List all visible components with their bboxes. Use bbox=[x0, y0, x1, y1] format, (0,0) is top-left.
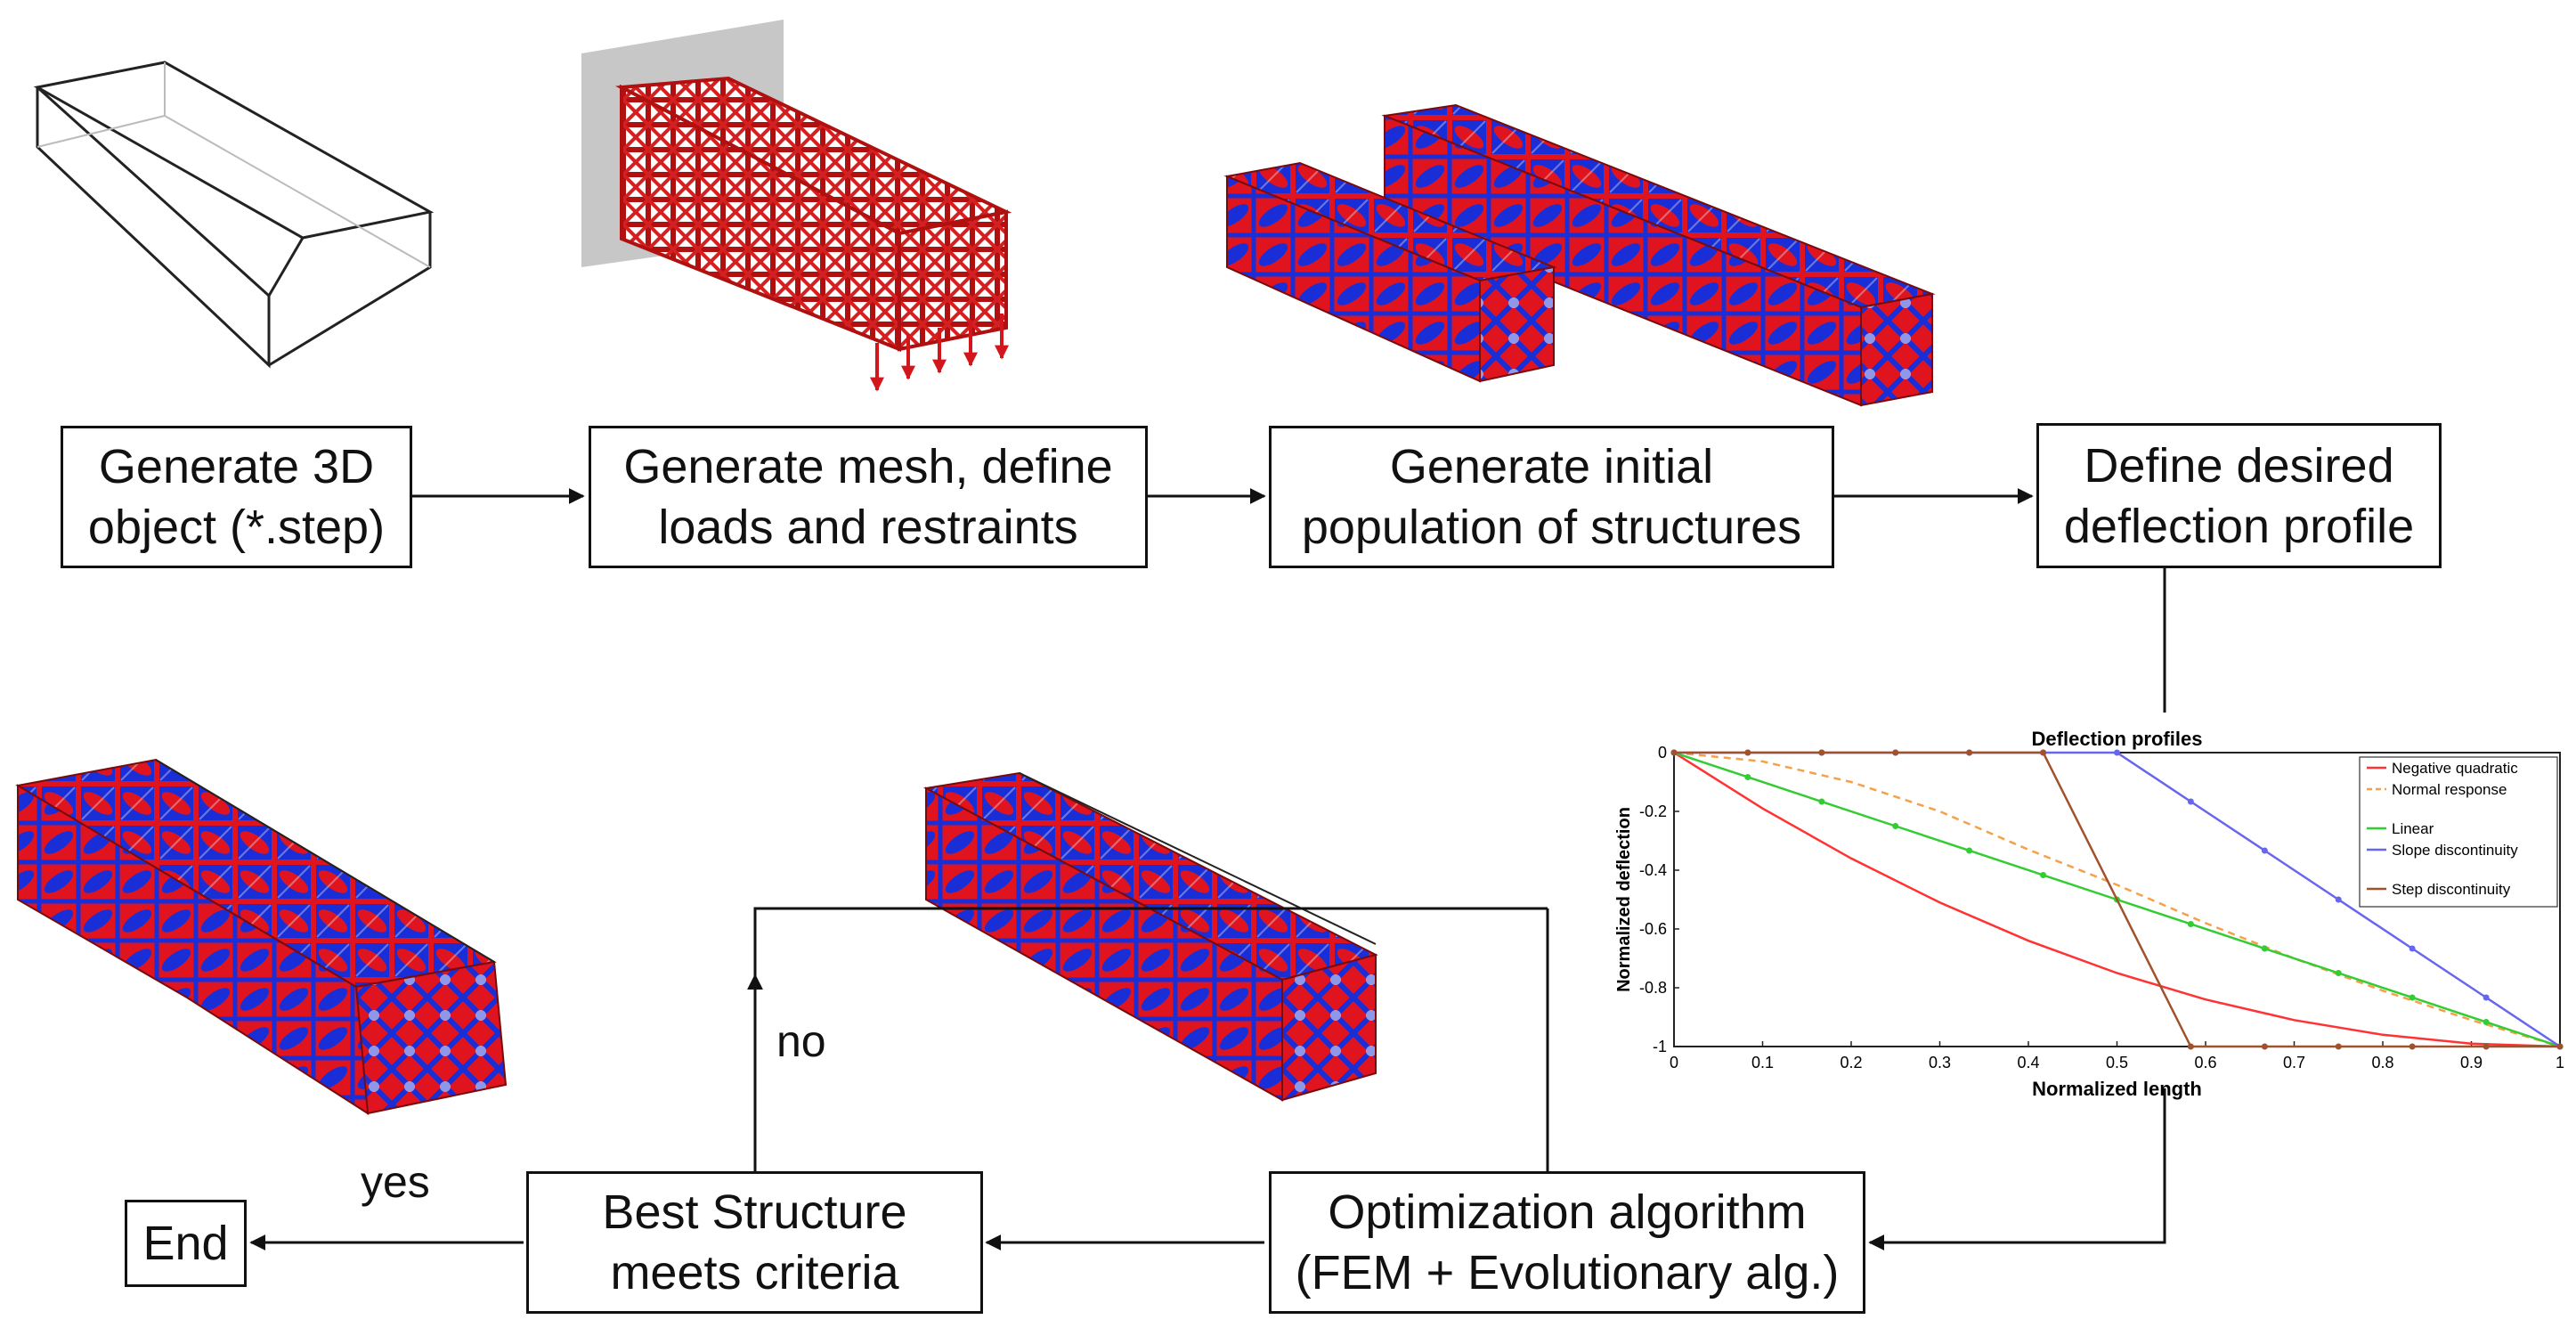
series-point-4 bbox=[1892, 749, 1899, 756]
optimization-label: Optimization algorithm (FEM + Evolutiona… bbox=[1295, 1185, 1840, 1299]
best-structure-label: Best Structure meets criteria bbox=[602, 1185, 907, 1299]
series-point-3 bbox=[2114, 749, 2120, 756]
series-point-3 bbox=[2483, 994, 2490, 1001]
y-tick-label: -0.8 bbox=[1639, 979, 1667, 997]
series-point-4 bbox=[1818, 749, 1825, 756]
series-point-2 bbox=[2335, 970, 2342, 976]
series-point-4 bbox=[1670, 749, 1678, 756]
y-tick-label: -0.4 bbox=[1639, 861, 1667, 879]
chart-legend bbox=[2359, 756, 2558, 908]
final-structure-icon bbox=[15, 758, 508, 1115]
series-point-3 bbox=[2335, 896, 2342, 903]
x-tick-label: 0.7 bbox=[2283, 1054, 2305, 1071]
x-tick-label: 0.6 bbox=[2194, 1054, 2216, 1071]
generate-mesh-box: Generate mesh, define loads and restrain… bbox=[589, 426, 1148, 568]
connectors bbox=[249, 488, 2166, 1250]
series-line-4 bbox=[1674, 751, 2560, 1048]
series-point-2 bbox=[1892, 823, 1899, 829]
x-tick-label: 0.1 bbox=[1751, 1054, 1774, 1071]
x-tick-label: 0 bbox=[1670, 1054, 1678, 1071]
end-box: End bbox=[125, 1200, 247, 1287]
x-tick-label: 1 bbox=[2556, 1054, 2564, 1071]
series-point-3 bbox=[2187, 798, 2194, 805]
series-point-2 bbox=[1966, 847, 1973, 854]
y-tick-label: 0 bbox=[1658, 744, 1667, 762]
series-point-2 bbox=[2187, 920, 2194, 927]
x-tick-label: 0.4 bbox=[2017, 1054, 2039, 1071]
series-point-4 bbox=[2335, 1043, 2342, 1050]
series-point-2 bbox=[1818, 798, 1825, 805]
generate-3d-object-label: Generate 3D object (*.step) bbox=[87, 440, 386, 554]
intermediate-structure-icon bbox=[922, 771, 1378, 1102]
x-tick-label: 0.2 bbox=[1840, 1054, 1862, 1071]
generate-3d-object-box: Generate 3D object (*.step) bbox=[61, 426, 412, 568]
legend-entry: Normal response bbox=[2392, 781, 2507, 798]
x-tick-label: 0.8 bbox=[2371, 1054, 2393, 1071]
series-point-2 bbox=[2483, 1019, 2490, 1026]
series-point-4 bbox=[1966, 749, 1973, 756]
series-point-4 bbox=[2040, 749, 2047, 756]
yes-label: yes bbox=[361, 1157, 430, 1207]
series-point-4 bbox=[2261, 1043, 2268, 1050]
series-line-1 bbox=[1673, 751, 2561, 1048]
initial-population-label: Generate initial population of structure… bbox=[1301, 440, 1802, 554]
x-tick-label: 0.5 bbox=[2106, 1054, 2128, 1071]
optimization-box: Optimization algorithm (FEM + Evolutiona… bbox=[1269, 1171, 1865, 1314]
series-point-2 bbox=[1744, 773, 1751, 780]
legend-entry: Slope discontinuity bbox=[2392, 842, 2518, 859]
x-tick-label: 0.9 bbox=[2460, 1054, 2483, 1071]
wireframe-box-icon bbox=[33, 61, 435, 369]
legend-entry: Step discontinuity bbox=[2392, 881, 2511, 898]
series-point-2 bbox=[2040, 872, 2047, 879]
generate-mesh-label: Generate mesh, define loads and restrain… bbox=[623, 440, 1113, 554]
series-point-2 bbox=[2261, 945, 2268, 952]
initial-population-icon bbox=[1223, 103, 1936, 407]
best-structure-box: Best Structure meets criteria bbox=[526, 1171, 983, 1314]
chart-title: Deflection profiles bbox=[2032, 728, 2203, 750]
y-tick-label: -1 bbox=[1653, 1038, 1667, 1055]
series-point-4 bbox=[1744, 749, 1751, 756]
initial-population-box: Generate initial population of structure… bbox=[1269, 426, 1834, 568]
legend-entry: Negative quadratic bbox=[2392, 760, 2518, 777]
series-point-4 bbox=[2187, 1043, 2194, 1050]
series-point-4 bbox=[2556, 1043, 2564, 1050]
y-tick-label: -0.2 bbox=[1639, 802, 1667, 820]
deflection-profile-box: Define desired deflection profile bbox=[2036, 423, 2442, 568]
series-point-3 bbox=[2261, 847, 2268, 854]
mesh-with-loads-icon bbox=[581, 20, 1012, 392]
series-line-0 bbox=[1673, 751, 2561, 1048]
no-label: no bbox=[776, 1016, 826, 1066]
series-point-3 bbox=[2409, 945, 2416, 952]
y-tick-label: -0.6 bbox=[1639, 920, 1667, 938]
chart-ylabel: Normalized deflection bbox=[1614, 807, 1634, 992]
deflection-profile-label: Define desired deflection profile bbox=[2063, 438, 2415, 553]
series-point-2 bbox=[2409, 994, 2416, 1001]
chart-xlabel: Normalized length bbox=[2032, 1078, 2202, 1100]
end-label: End bbox=[142, 1217, 229, 1270]
legend-entry: Linear bbox=[2392, 820, 2434, 837]
series-point-4 bbox=[2409, 1043, 2416, 1050]
series-point-4 bbox=[2483, 1043, 2490, 1050]
x-tick-label: 0.3 bbox=[1929, 1054, 1951, 1071]
